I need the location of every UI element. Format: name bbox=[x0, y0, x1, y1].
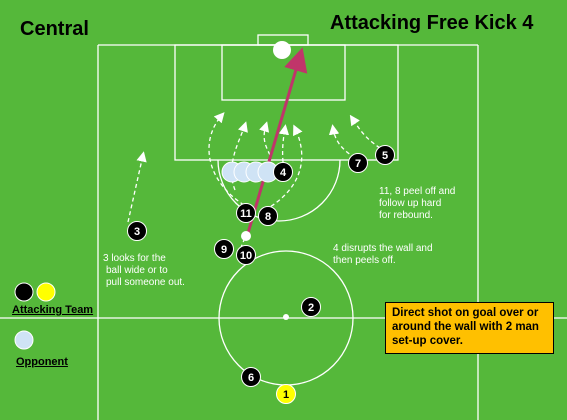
note-players-11-8: 11, 8 peel off and follow up hard for re… bbox=[379, 186, 455, 222]
run-arrow-3 bbox=[127, 151, 147, 223]
player-11: 11 bbox=[236, 203, 256, 223]
note-player-3: 3 looks for the ball wide or to pull som… bbox=[103, 253, 185, 289]
player-7-label: 7 bbox=[355, 158, 361, 170]
player-8-label: 8 bbox=[265, 211, 271, 223]
note-line: pull someone out. bbox=[106, 277, 185, 288]
title-attacking-free-kick: Attacking Free Kick 4 bbox=[330, 12, 534, 34]
note-line: 11, 8 peel off and bbox=[379, 186, 456, 197]
attacking-players: 1 2 3 4 5 6 7 bbox=[127, 145, 395, 404]
run-arrow-4 bbox=[278, 124, 290, 163]
player-11-label: 11 bbox=[240, 208, 252, 220]
run-arrow-wall-left bbox=[231, 121, 248, 191]
player-1: 1 bbox=[276, 384, 296, 404]
run-arrow-5 bbox=[349, 114, 381, 149]
run-arrow-wall-mid bbox=[259, 121, 271, 156]
player-10-label: 10 bbox=[240, 250, 252, 262]
player-9: 9 bbox=[214, 239, 234, 259]
center-spot bbox=[283, 314, 289, 320]
opponent-wall bbox=[221, 161, 279, 183]
player-4: 4 bbox=[273, 162, 293, 182]
legend-attacker-black bbox=[14, 282, 34, 302]
pitch-lines bbox=[0, 34, 567, 420]
note-line: ball wide or to bbox=[106, 265, 168, 276]
player-3-label: 3 bbox=[134, 226, 140, 238]
player-6-label: 6 bbox=[248, 372, 254, 384]
note-line: 4 disrupts the wall and bbox=[333, 243, 433, 254]
player-6: 6 bbox=[241, 367, 261, 387]
legend-attacker-yellow bbox=[36, 282, 56, 302]
run-arrow-7 bbox=[328, 124, 356, 159]
player-1-label: 1 bbox=[283, 389, 289, 401]
ball bbox=[241, 231, 251, 241]
player-9-label: 9 bbox=[221, 244, 227, 256]
run-arrow-11 bbox=[208, 112, 245, 206]
penalty-arc bbox=[217, 159, 341, 222]
shot-line bbox=[246, 47, 308, 234]
callout-box: Direct shot on goal over or around the w… bbox=[385, 302, 554, 354]
run-arrows bbox=[127, 112, 381, 256]
player-7: 7 bbox=[348, 153, 368, 173]
note-line: 3 looks for the bbox=[103, 253, 166, 264]
note-line: for rebound. bbox=[379, 210, 433, 221]
player-10: 10 bbox=[236, 245, 256, 265]
note-player-4: 4 disrupts the wall and then peels off. bbox=[333, 243, 433, 267]
note-line: follow up hard bbox=[379, 198, 442, 209]
player-2: 2 bbox=[301, 297, 321, 317]
legend-opponent bbox=[14, 330, 34, 350]
ball-in-goal bbox=[273, 41, 291, 59]
player-4-label: 4 bbox=[280, 167, 287, 179]
player-5: 5 bbox=[375, 145, 395, 165]
player-2-label: 2 bbox=[308, 302, 314, 314]
note-line: then peels off. bbox=[333, 255, 396, 266]
title-central: Central bbox=[20, 18, 89, 40]
run-arrow-8 bbox=[264, 124, 303, 211]
legend-markers bbox=[14, 282, 56, 350]
player-5-label: 5 bbox=[382, 150, 388, 162]
player-3: 3 bbox=[127, 221, 147, 241]
legend-attacking-team-label: Attacking Team bbox=[12, 304, 94, 316]
player-8: 8 bbox=[258, 206, 278, 226]
legend-opponent-label: Opponent bbox=[16, 356, 68, 368]
